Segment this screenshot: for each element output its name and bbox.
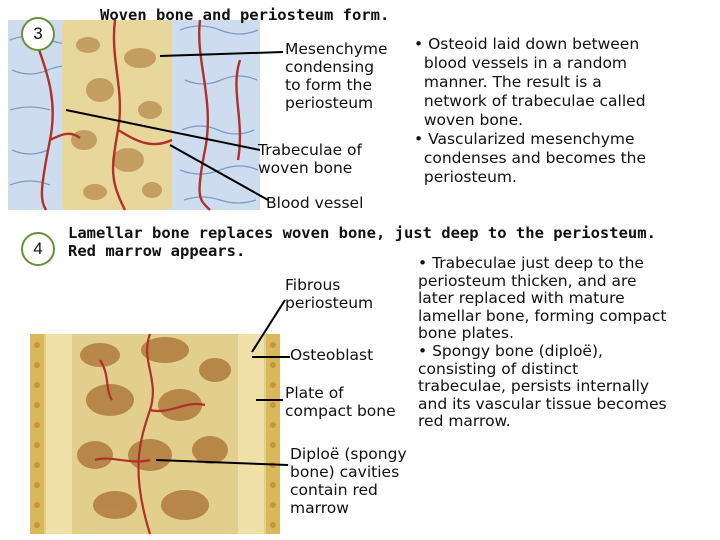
step-4-number: 4 — [33, 239, 43, 258]
step-3-bullets: • Osteoid laid down between blood vessel… — [414, 35, 647, 186]
step-3-number: 3 — [33, 24, 43, 43]
label-fibrous-periosteum: Fibrous periosteum — [285, 276, 374, 312]
label-osteoblast: Osteoblast — [290, 346, 374, 364]
step-4-title-line2: Red marrow appears. — [68, 242, 246, 260]
step-3-title: Woven bone and periosteum form. — [100, 6, 390, 24]
label-diploe: Diploë (spongy bone) cavities contain re… — [290, 445, 407, 517]
lamellar-bone-illustration — [30, 333, 280, 535]
label-blood-vessel: Blood vessel — [266, 194, 364, 212]
leader-lines — [65, 51, 290, 466]
label-trabeculae: Trabeculae of woven bone — [258, 141, 362, 177]
step-4-bullets: • Trabeculae just deep to the periosteum… — [418, 254, 667, 431]
step-4-title-line1: Lamellar bone replaces woven bone, just … — [68, 224, 656, 242]
woven-bone-illustration — [8, 19, 260, 211]
label-compact-plate: Plate of compact bone — [285, 384, 396, 420]
step-3-badge: 3 — [21, 17, 55, 51]
label-mesenchyme: Mesenchyme condensing to form the perios… — [285, 40, 388, 112]
step-4-badge: 4 — [21, 232, 55, 266]
